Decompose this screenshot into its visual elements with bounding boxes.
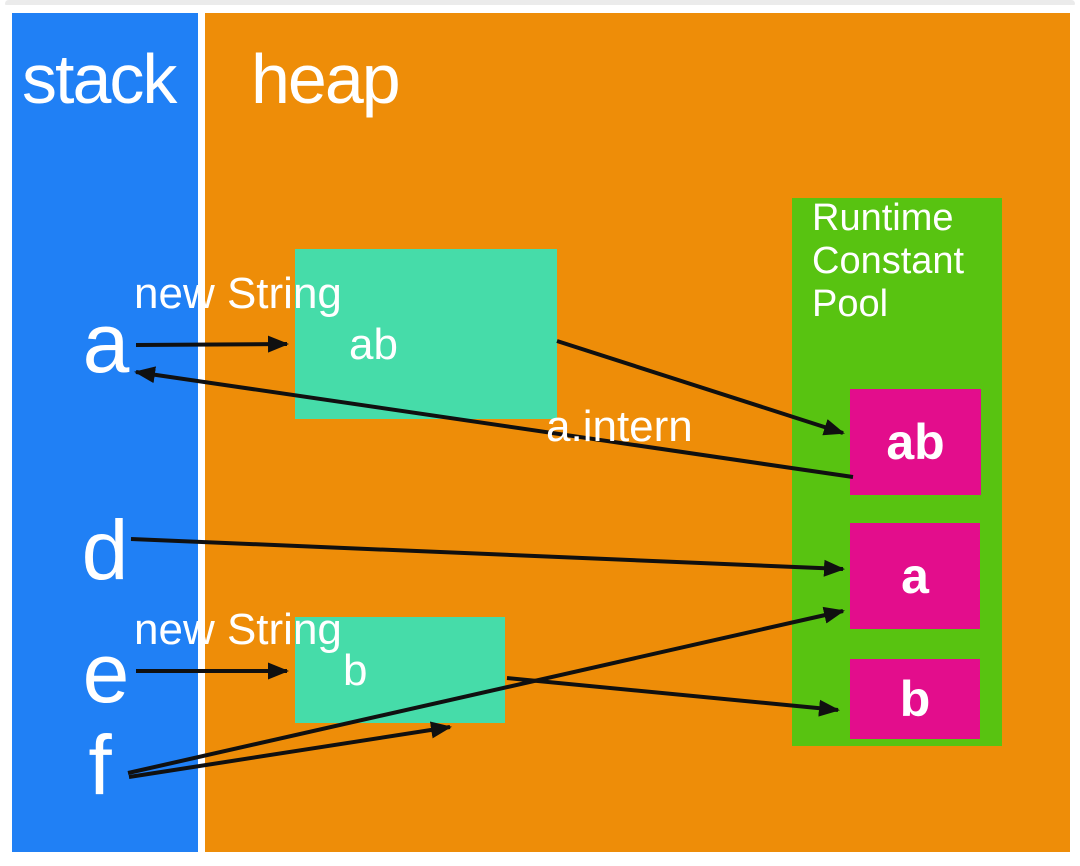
stack-variable-e: e [82,626,130,720]
pool-constant-a: a [850,523,980,629]
heap-region-label: heap [251,40,401,118]
pool-constant-b: b [850,659,980,739]
annotation-new-string-top: new String [134,269,342,318]
pool-constant-a-label: a [901,548,929,604]
pool-constant-ab-label: ab [886,414,945,470]
stack-region-label: stack [22,40,177,118]
runtime-constant-pool-label: Runtime Constant Pool [812,197,965,325]
stack-variable-f: f [88,718,112,812]
heap-object-ab-label: ab [349,320,398,369]
annotation-new-string-bottom: new String [134,605,342,654]
stack-variable-d: d [81,503,129,597]
annotation-a-intern: a.intern [546,402,693,451]
pool-constant-ab: ab [850,389,981,495]
stack-variable-a: a [82,296,130,390]
window-top-bar [5,0,1075,5]
pool-constant-b-label: b [899,671,931,727]
heap-object-b-label: b [343,646,368,695]
